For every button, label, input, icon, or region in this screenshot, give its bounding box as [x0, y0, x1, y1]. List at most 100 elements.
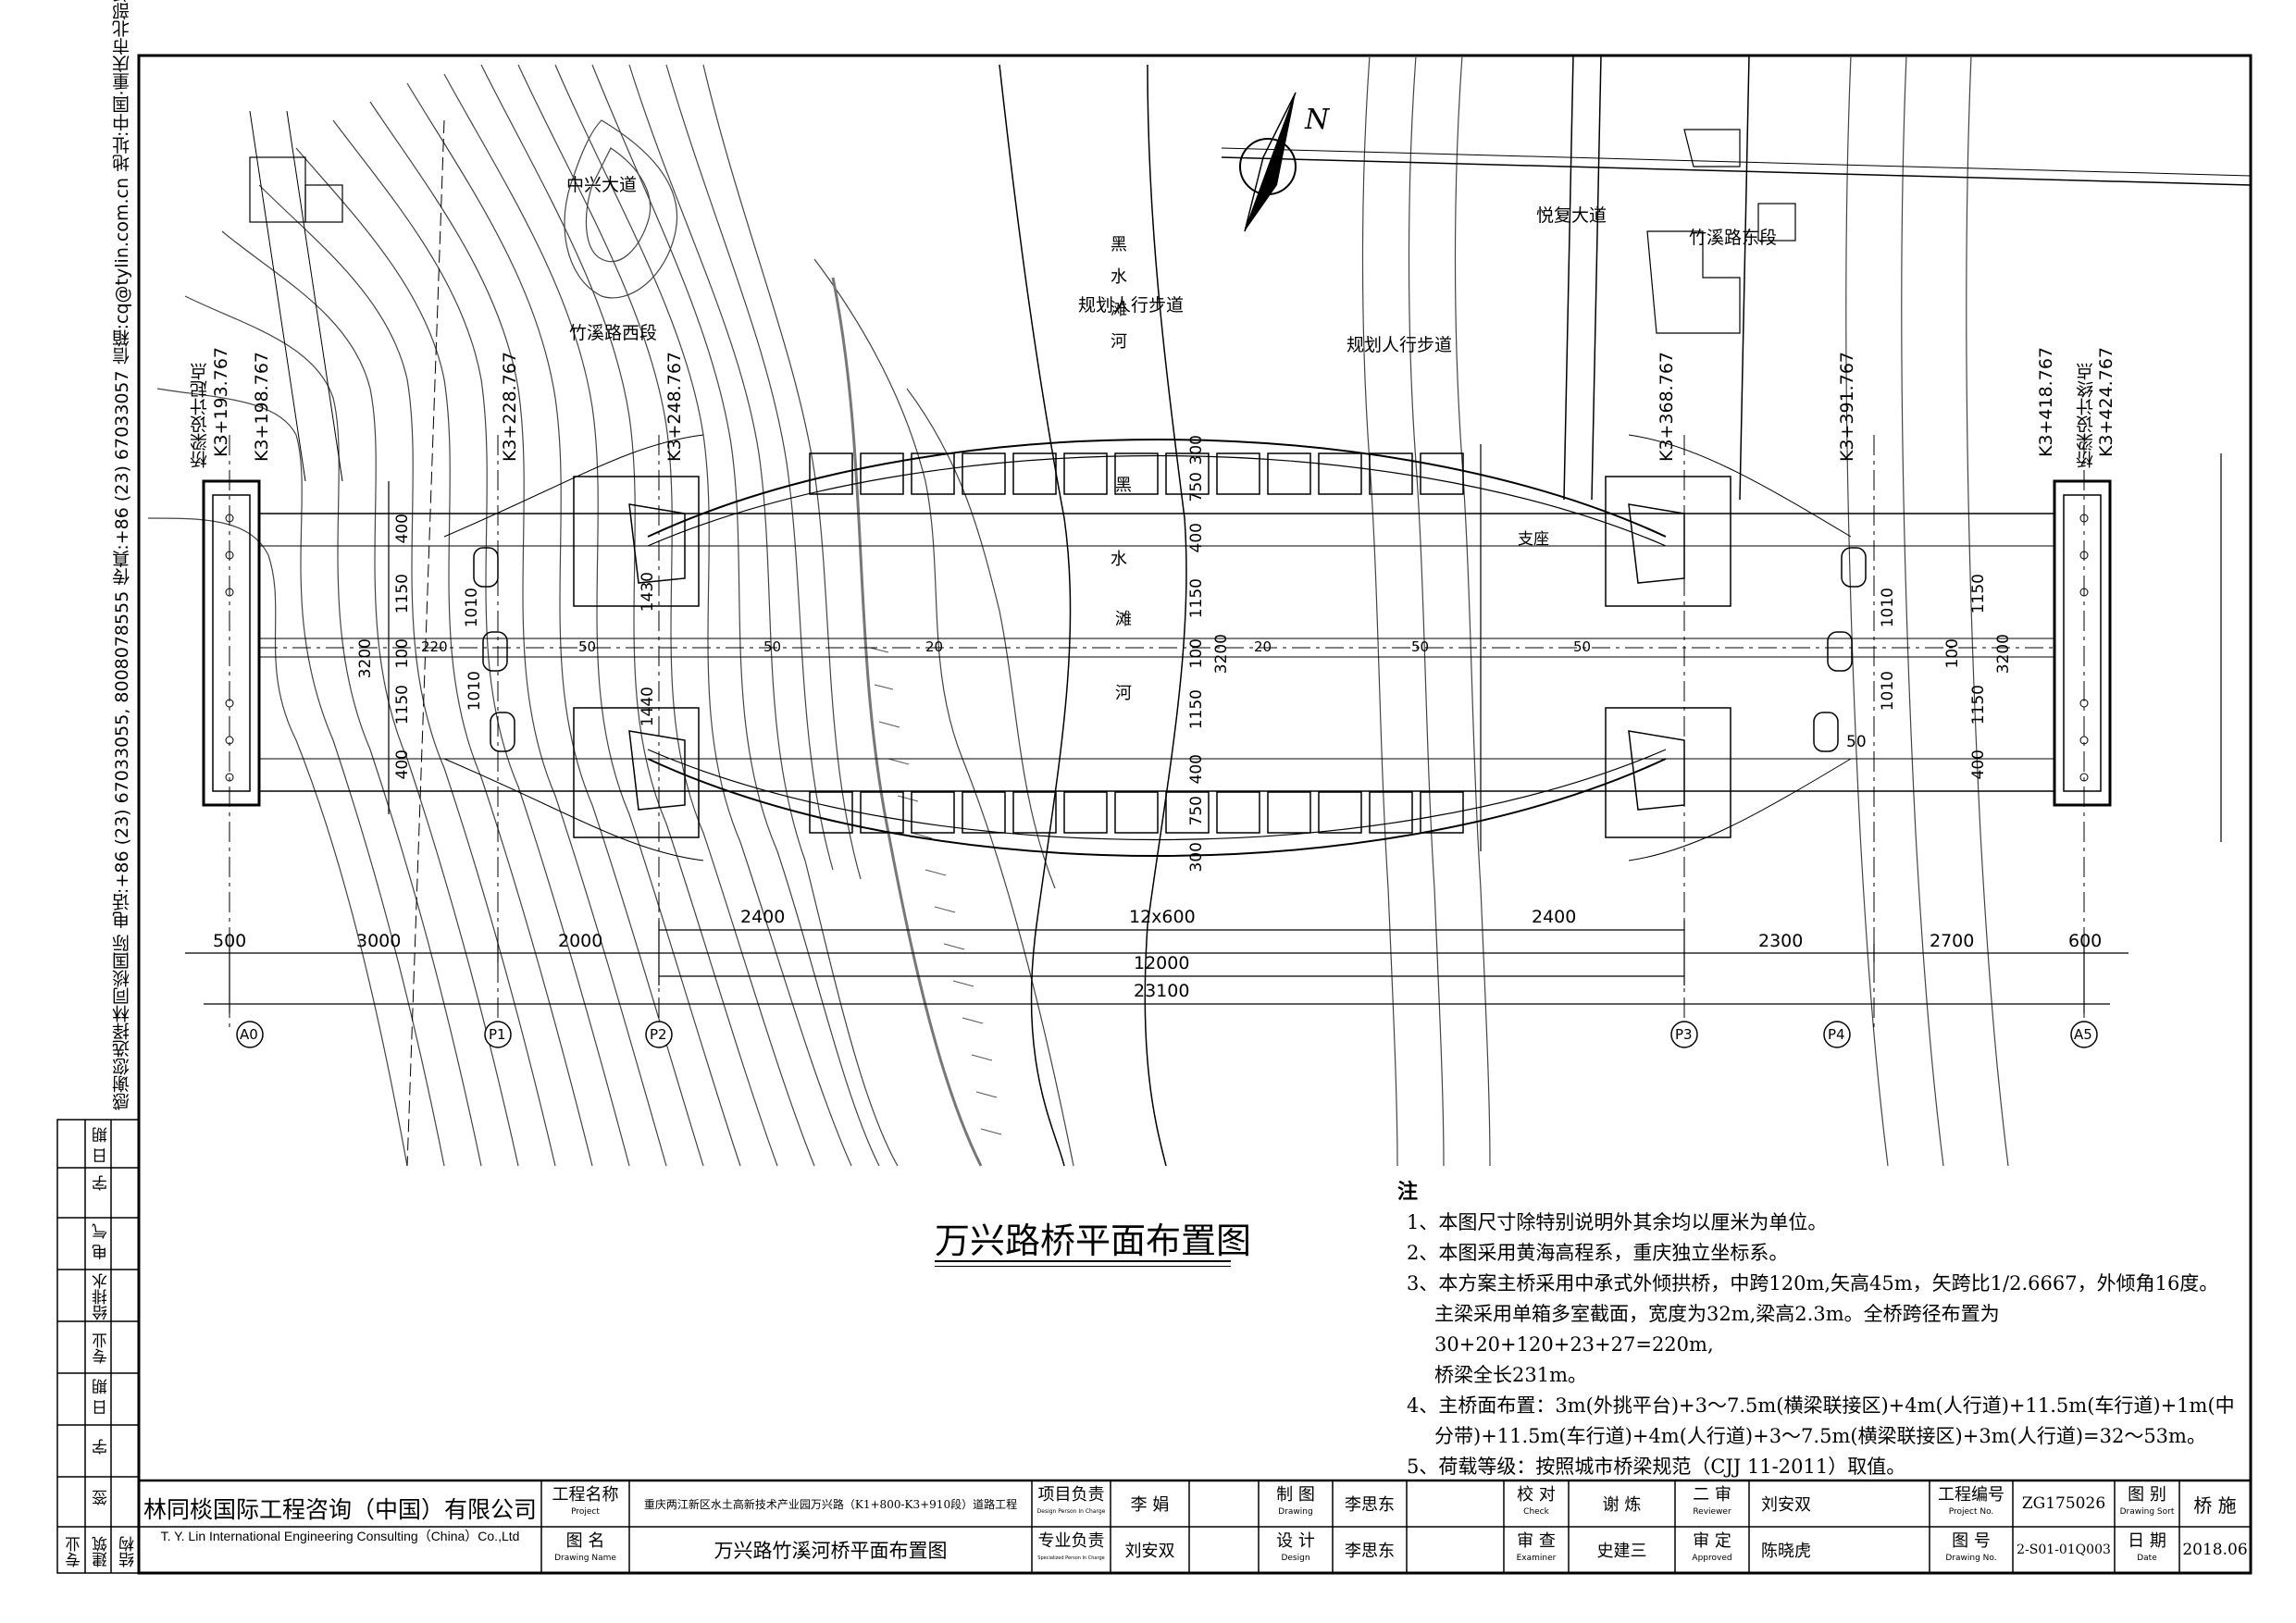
dim-label: 3200	[1212, 634, 1231, 675]
road-lines	[249, 55, 2252, 1167]
dim-label: 20	[1254, 638, 1272, 655]
side-row-label: 签	[93, 1490, 111, 1505]
date-label-cn: 日 期	[2128, 1531, 2166, 1551]
design-label-en: Design	[1281, 1554, 1310, 1563]
side-sign-grid	[56, 1119, 140, 1574]
drawing-name-label-en: Drawing Name	[554, 1554, 616, 1563]
projno-label-en: Project No.	[1948, 1507, 1994, 1517]
dim-label: 50	[578, 638, 597, 655]
drawn-label-en: Drawing	[1278, 1507, 1313, 1517]
exam-label: 审 查 Examiner	[1504, 1527, 1569, 1573]
pier-axes	[229, 435, 2085, 1027]
approve-label-en: Approved	[1692, 1554, 1732, 1563]
dim-label: 3200	[356, 638, 375, 679]
projno-label: 工程编号 Project No.	[1930, 1481, 2013, 1527]
dim-label: 100	[1187, 638, 1206, 669]
dim-label: 20	[925, 638, 944, 655]
dim-label: 1150	[1187, 578, 1206, 619]
side-row-label: 专业	[93, 1332, 111, 1364]
approve-label-cn: 审 定	[1693, 1531, 1731, 1551]
dimension-lines	[185, 444, 2222, 1013]
note-item: 主梁采用单箱多室截面，宽度为32m,梁高2.3m。全桥跨径布置为30+20+12…	[1434, 1303, 2000, 1356]
note-item: 1、本图尺寸除特别说明外其余均以厘米为单位。	[1407, 1211, 1828, 1233]
road-label-zhuxi-west: 竹溪路西段	[569, 323, 658, 343]
dim-label: 2400	[1532, 907, 1577, 927]
river-char: 水	[1111, 550, 1127, 569]
project-label-cn: 工程名称	[552, 1485, 619, 1505]
review-name: 刘安双	[1761, 1495, 1811, 1515]
slope-hatch	[869, 647, 1002, 1135]
drawing-number: 2-S01-01Q003	[2017, 1542, 2111, 1557]
projno-label-cn: 工程编号	[1938, 1485, 2004, 1505]
dim-label: 1010	[1879, 671, 1897, 712]
note-item: 桥梁全长231m。	[1434, 1364, 1587, 1386]
side-row-label: 日 期	[93, 1379, 111, 1416]
dim-label: 750	[1187, 796, 1206, 826]
road-label-zhongxing: 中兴大道	[566, 175, 638, 195]
dim-label: 100	[1943, 638, 1962, 669]
sort-label-cn: 图 别	[2128, 1485, 2166, 1505]
dim-label: 400	[1187, 754, 1206, 785]
dim-label: 300	[1187, 435, 1206, 465]
check-label-en: Check	[1523, 1507, 1549, 1517]
review-label-cn: 二 审	[1693, 1485, 1731, 1505]
road-label-zhuxi-east: 竹溪路东段	[1689, 228, 1778, 248]
pier-markers	[236, 1021, 2098, 1048]
abutment-a0	[202, 479, 261, 807]
drawing-name-label: 图 名 Drawing Name	[541, 1527, 629, 1573]
design-name: 李思东	[1345, 1542, 1395, 1561]
drawing-title: 万兴路桥平面布置图	[935, 1220, 1252, 1261]
approve-name: 陈晓虎	[1761, 1542, 1811, 1561]
abutment-a5	[2053, 479, 2112, 807]
road-label-yuefu: 悦复大道	[1536, 205, 1607, 226]
spec-label-en: Specialized Person In Charge	[1037, 1555, 1105, 1561]
side-row-label: 给排水	[93, 1273, 111, 1320]
river-char: 滩	[1111, 300, 1127, 319]
project-label-en: Project	[571, 1507, 600, 1517]
bridge-plan	[185, 434, 2222, 1027]
dim-label: 50	[1573, 638, 1592, 655]
side-col-label: 专业	[66, 1536, 84, 1567]
note-item: 2、本图采用黄海高程系，重庆独立坐标系。	[1407, 1242, 1789, 1264]
spec-label: 专业负责 Specialized Person In Charge	[1032, 1527, 1111, 1573]
station-label: K3+424.767	[2096, 347, 2116, 458]
river-char: 黑	[1111, 235, 1127, 254]
river-char: 滩	[1115, 610, 1132, 629]
check-name: 谢 炼	[1602, 1495, 1642, 1515]
notes-block: 注 1、本图尺寸除特别说明外其余均以厘米为单位。 2、本图采用黄海高程系，重庆独…	[1397, 1177, 2240, 1482]
dim-label: 2400	[740, 907, 786, 927]
check-label: 校 对 Check	[1504, 1481, 1569, 1527]
date-label-en: Date	[2137, 1554, 2157, 1563]
dim-label: 220	[421, 638, 448, 655]
station-extra-label: 桥梁设计起点	[190, 363, 210, 468]
road-label-walkway-1: 规划人行步道	[1078, 295, 1185, 316]
buildings	[249, 129, 1796, 334]
north-arrow	[1239, 92, 1297, 232]
dim-label: 1010	[1879, 588, 1897, 628]
pm-label: 项目负责 Design Person In Charge	[1032, 1481, 1111, 1527]
exam-label-en: Examiner	[1516, 1554, 1557, 1563]
pier-label: P1	[489, 1026, 506, 1043]
dim-label: 2300	[1758, 931, 1804, 951]
dim-label: 12x600	[1129, 907, 1196, 927]
drawing-name-label-cn: 图 名	[565, 1531, 605, 1551]
sort-label-en: Drawing Sort	[2119, 1507, 2175, 1517]
dwgno-label-en: Drawing No.	[1945, 1554, 1997, 1563]
dim-label: 750	[1187, 472, 1206, 502]
title-underline	[935, 1260, 1231, 1262]
project-label: 工程名称 Project	[541, 1481, 629, 1527]
dim-label: 1010	[465, 671, 484, 712]
side-row-label: 字	[93, 1439, 111, 1455]
dim-label: 1150	[1187, 689, 1206, 730]
dim-label: 1150	[393, 574, 412, 614]
north-label: N	[1305, 104, 1330, 136]
drawn-name: 李思东	[1345, 1495, 1395, 1515]
notes-heading: 注	[1397, 1180, 1419, 1204]
drawing-sort: 桥 施	[2193, 1493, 2237, 1517]
station-label: K3+391.767	[1837, 352, 1857, 463]
dim-label: 2000	[558, 931, 603, 951]
dim-label: 400	[1969, 750, 1988, 780]
dwgno-label-cn: 图 号	[1952, 1531, 1991, 1551]
company-name-cn: 林同棪国际工程咨询（中国）有限公司	[143, 1496, 537, 1523]
pm-name: 李 娟	[1130, 1495, 1170, 1515]
